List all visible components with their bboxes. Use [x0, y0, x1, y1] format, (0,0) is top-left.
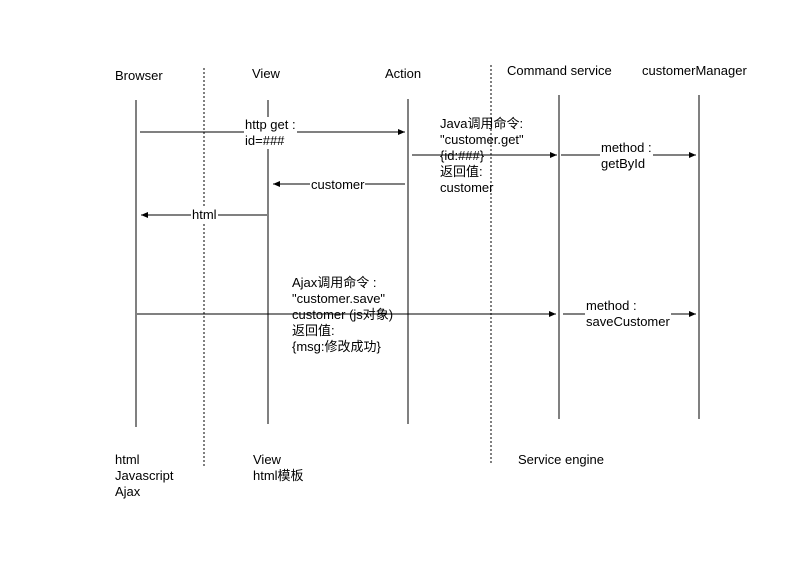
- action-header: Action: [385, 66, 422, 81]
- customer-return-label: customer: [310, 177, 366, 193]
- customer-manager-header: customerManager: [642, 63, 747, 78]
- service-engine-note: Service engine: [518, 452, 604, 467]
- command-service-header: Command service: [507, 63, 612, 78]
- html-return-label: html: [191, 207, 218, 223]
- view-header: View: [252, 66, 280, 81]
- ajax-call-label: Ajax调用命令 : "customer.save" customer (js对…: [292, 275, 394, 354]
- method-get-label: method : getById: [600, 140, 653, 172]
- method-save-label: method : saveCustomer: [585, 298, 671, 330]
- browser-tech-note: html Javascript Ajax: [115, 452, 174, 499]
- browser-header: Browser: [115, 68, 163, 83]
- view-tech-note: View html模板: [253, 452, 304, 483]
- java-call-label: Java调用命令: "customer.get" {id:###} 返回值: c…: [440, 116, 524, 195]
- http-get-label: http get : id=###: [244, 117, 297, 149]
